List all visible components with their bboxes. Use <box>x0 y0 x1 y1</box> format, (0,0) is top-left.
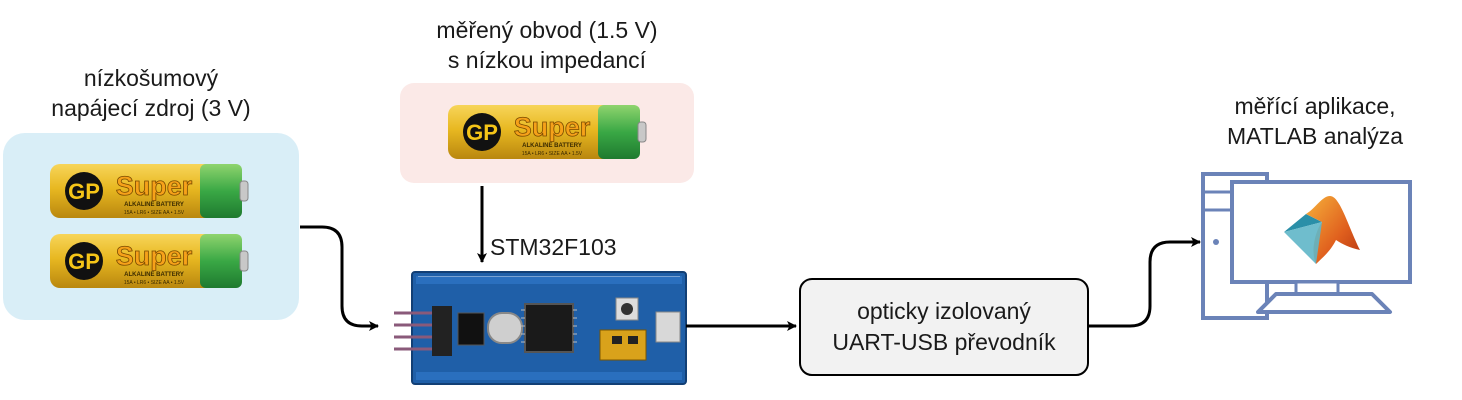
battery-icon <box>49 233 249 289</box>
measured-circuit-line1: měřený obvod (1.5 V) <box>436 17 658 43</box>
converter-to-computer-arrow <box>1089 237 1201 328</box>
power-supply-line2: napájecí zdroj (3 V) <box>51 95 251 121</box>
app-line2: MATLAB analýza <box>1227 123 1403 149</box>
converter-box <box>799 278 1089 376</box>
converter-line2: UART-USB převodník <box>832 329 1056 355</box>
converter-line1: opticky izolovaný <box>857 298 1031 324</box>
mcu-label: STM32F103 <box>490 232 690 262</box>
app-line1: měřící aplikace, <box>1234 93 1396 119</box>
mcu-label-text: STM32F103 <box>490 234 617 260</box>
app-label: měřící aplikace, MATLAB analýza <box>1180 91 1450 151</box>
stm32-board-icon <box>394 271 687 385</box>
battery-icon <box>49 163 249 219</box>
converter-label: opticky izolovaný UART-USB převodník <box>800 296 1088 358</box>
supply-to-board-arrow <box>300 225 379 331</box>
battery-icon <box>447 104 647 160</box>
measured-circuit-label: měřený obvod (1.5 V) s nízkou impedancí <box>390 15 704 75</box>
measured-circuit-line2: s nízkou impedancí <box>447 47 647 73</box>
power-supply-line1: nízkošumový <box>83 65 219 91</box>
power-supply-box <box>3 133 299 320</box>
power-supply-label: nízkošumový napájecí zdroj (3 V) <box>10 63 292 123</box>
matlab-logo-icon <box>1284 196 1360 264</box>
computer-icon <box>1201 172 1412 320</box>
